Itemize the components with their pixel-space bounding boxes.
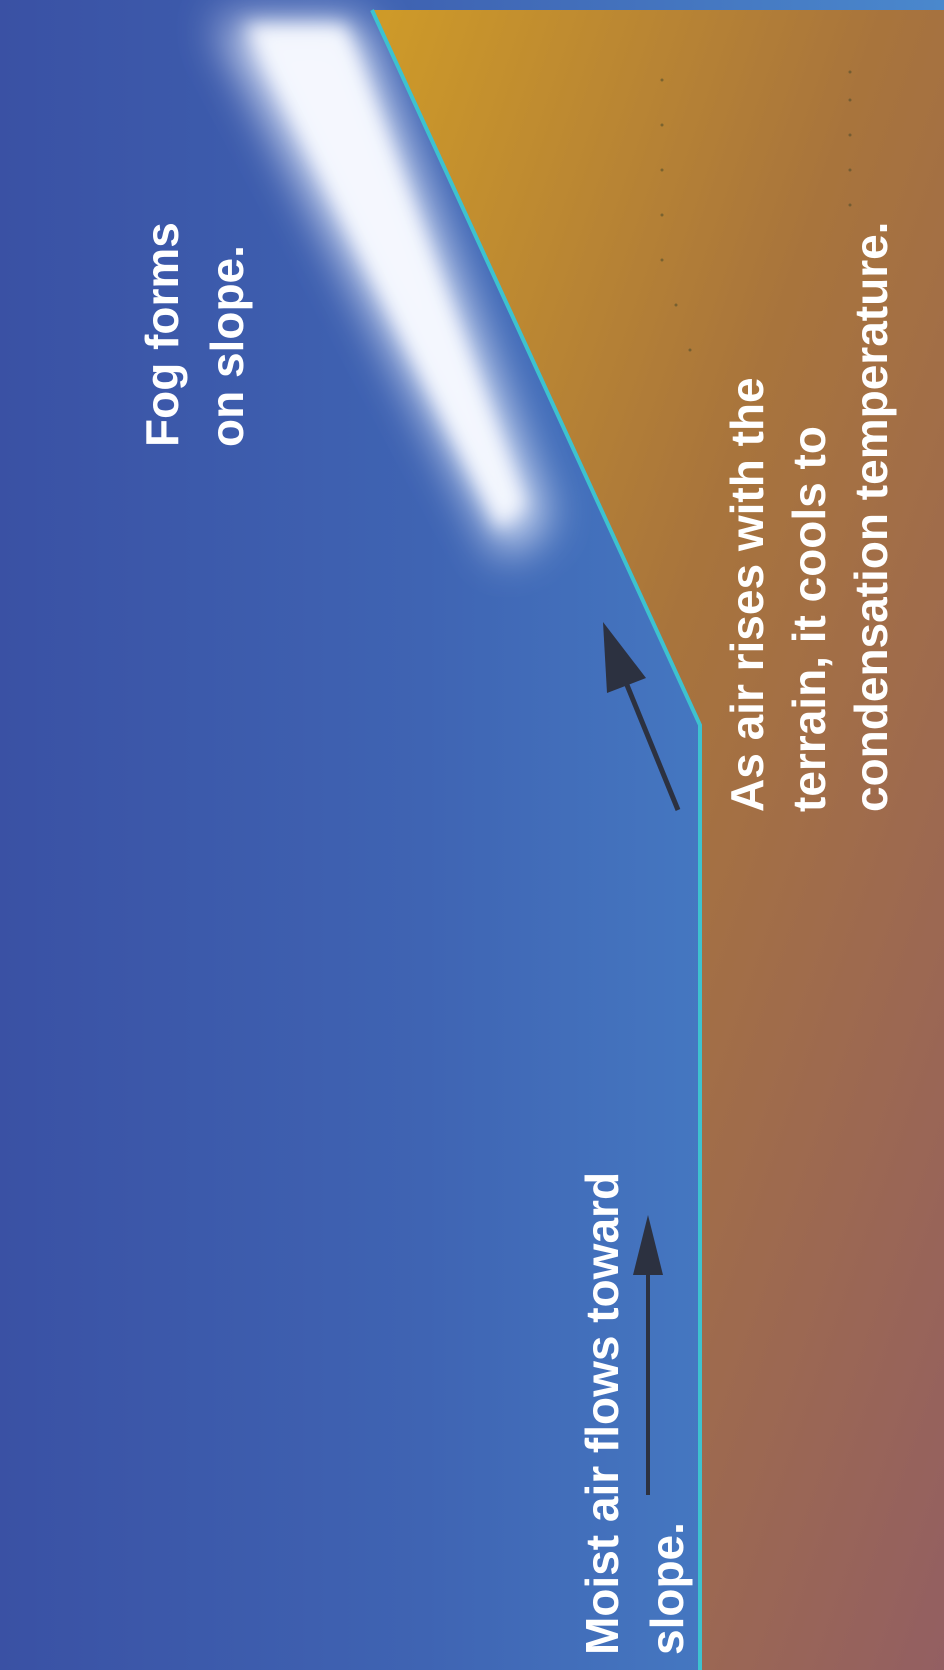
terrain (372, 10, 944, 1670)
moist-air-label-line-2: slope. (641, 1522, 693, 1655)
rising-air-label-line-3: condensation temperature. (845, 222, 897, 812)
moist-air-label: Moist air flows toward slope. (576, 1159, 693, 1655)
flow-arrow-icon (633, 1215, 663, 1495)
rise-arrow-icon (603, 622, 681, 811)
rising-air-label: As air rises with the terrain, it cools … (721, 222, 897, 812)
fog-band (215, 20, 550, 560)
ground-texture (660, 70, 852, 352)
fog-label-line-1: Fog forms (136, 222, 188, 447)
terrain-edge (370, 9, 702, 1670)
rising-air-label-line-2: terrain, it cools to (783, 426, 835, 812)
fog-label: Fog forms on slope. (136, 209, 253, 447)
fog-label-line-2: on slope. (201, 245, 253, 447)
moist-air-label-line-1: Moist air flows toward (576, 1172, 628, 1655)
rising-air-label-line-1: As air rises with the (721, 377, 773, 812)
